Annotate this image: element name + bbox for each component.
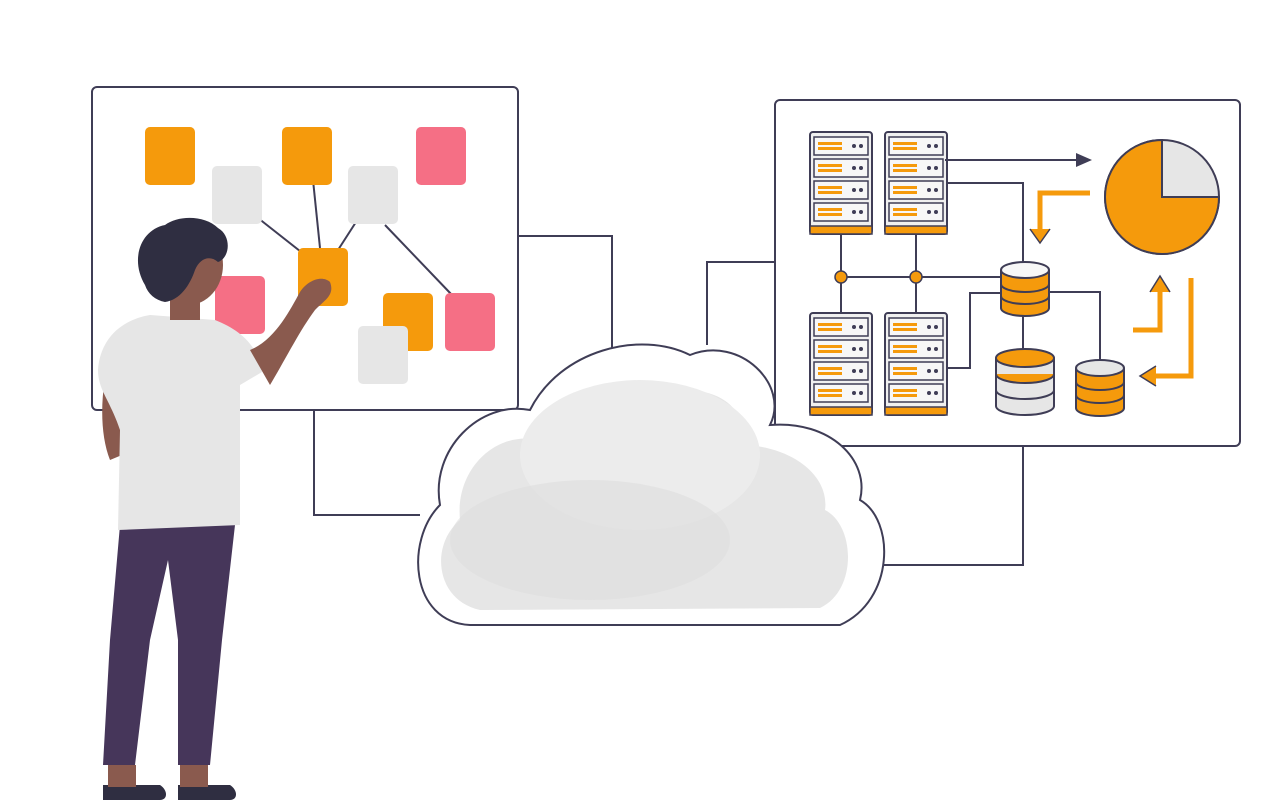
person-figure — [98, 217, 332, 800]
sticky-note-gray — [358, 326, 408, 384]
server-icon — [809, 312, 873, 416]
sticky-note-pink — [445, 293, 495, 351]
pie-chart-icon — [1104, 138, 1221, 255]
sticky-note-orange — [145, 127, 195, 185]
shirt — [98, 315, 262, 530]
arrow-icon — [945, 153, 1092, 167]
junction-dot — [909, 270, 923, 284]
junction-dot — [834, 270, 848, 284]
left-shoe — [103, 785, 166, 800]
pants — [103, 525, 235, 765]
cloud-icon — [417, 343, 886, 626]
pie-slice-highlighted — [1104, 138, 1221, 255]
arrow-icon — [1133, 274, 1171, 333]
database-icon — [995, 348, 1055, 416]
right-shoe — [178, 785, 236, 800]
database-icon — [1000, 261, 1050, 317]
arrow-icon — [1029, 190, 1090, 245]
sticky-note-orange — [282, 127, 332, 185]
sticky-note-pink — [416, 127, 466, 185]
server-icon — [884, 131, 948, 235]
sticky-note-gray — [348, 166, 398, 224]
note-links — [257, 179, 453, 296]
sticky-notes — [145, 127, 495, 384]
sticky-note-gray — [212, 166, 262, 224]
server-icon — [884, 312, 948, 416]
hair — [137, 217, 228, 302]
arrow-icon — [1138, 278, 1194, 387]
server-icon — [809, 131, 873, 235]
infrastructure-panel — [774, 99, 1241, 447]
sticky-note-pink — [215, 276, 265, 334]
database-icon — [1075, 359, 1125, 417]
raised-arm — [250, 278, 332, 385]
connector-lines — [313, 235, 1024, 566]
